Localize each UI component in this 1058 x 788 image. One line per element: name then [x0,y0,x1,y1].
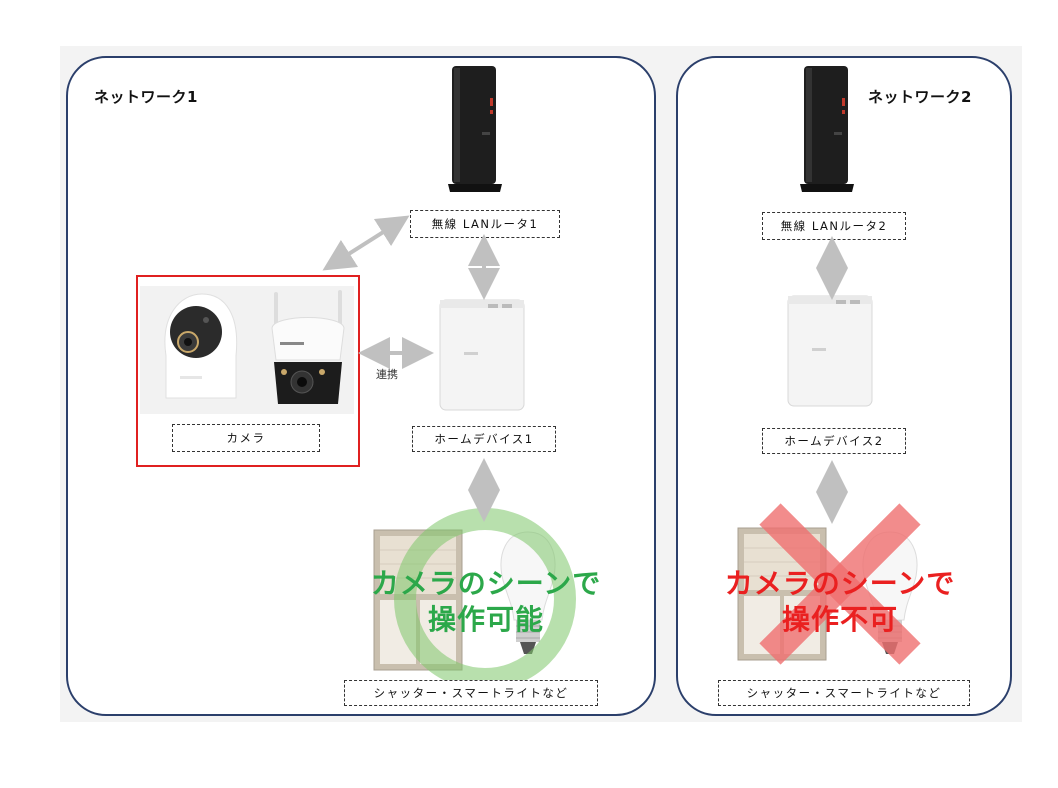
ptz-camera-icon [262,286,354,414]
camera-label: カメラ [172,424,320,452]
network-2-title: ネットワーク2 [868,88,972,106]
router-1-icon [448,66,502,192]
network-1-title: ネットワーク1 [94,88,198,106]
dome-camera-icon [140,286,262,414]
home-device-1-label: ホームデバイス1 [412,426,556,452]
router-2-icon [800,66,854,192]
link-label: 連携 [376,368,398,381]
home-device-2-label: ホームデバイス2 [762,428,906,454]
result-2-line-2: 操作不可 [781,603,898,636]
router-2-label: 無線 LANルータ2 [762,212,906,240]
cross-icon [759,503,921,665]
router-1-camera-arrow [322,215,410,271]
result-1-line-1: カメラのシーンで [370,567,602,600]
devices-1-label: シャッター・スマートライトなど [344,680,598,706]
home-device-1-icon [439,299,525,411]
result-1-line-2: 操作可能 [427,603,544,636]
camera-highlight-box [136,275,360,467]
result-2-line-1: カメラのシーンで [724,567,956,600]
devices-2-label: シャッター・スマートライトなど [718,680,970,706]
